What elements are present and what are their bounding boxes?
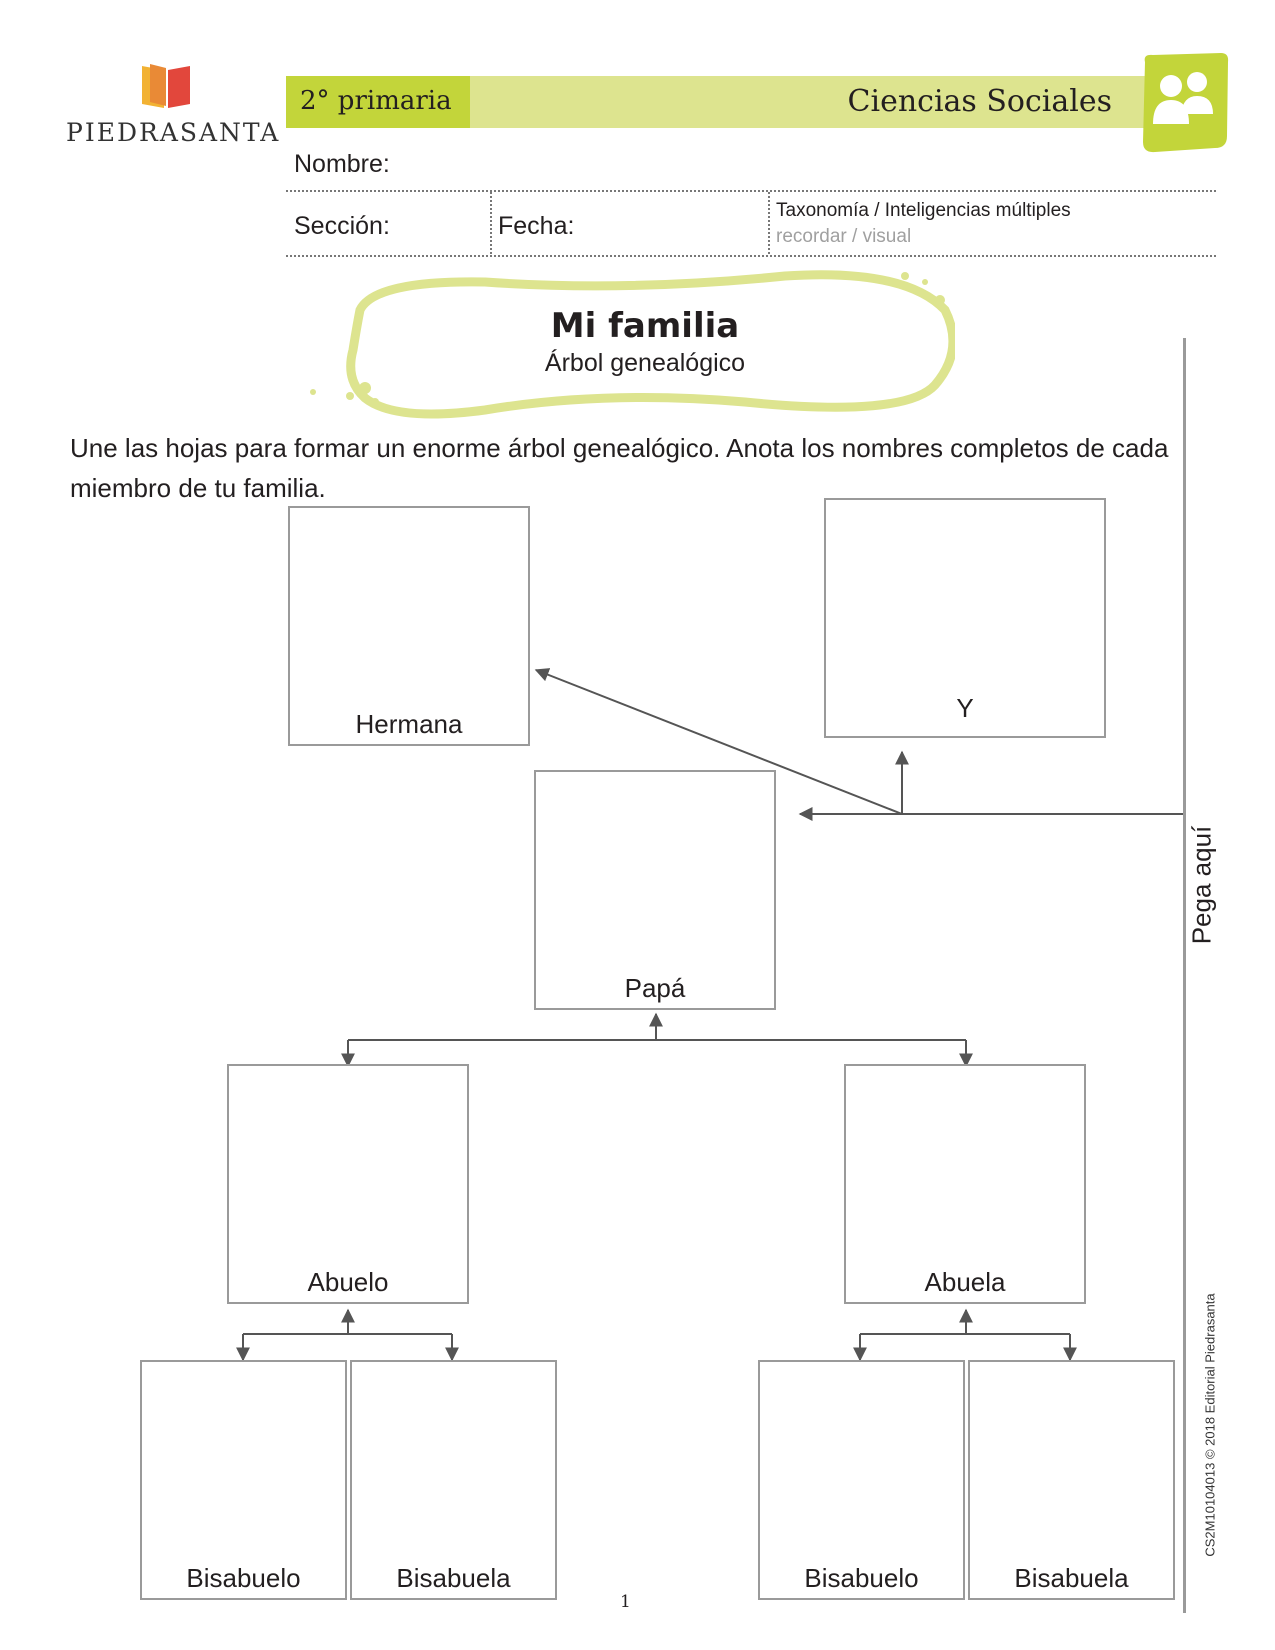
- abuela-label: Abuela: [846, 1267, 1084, 1298]
- copyright-label: CS2M10104013 © 2018 Editorial Piedrasant…: [1203, 1293, 1218, 1556]
- bisabuelo-label: Bisabuelo: [142, 1563, 345, 1594]
- abuelo-box[interactable]: Abuelo: [227, 1064, 469, 1304]
- bisabuelo-paterno-box[interactable]: Bisabuelo: [140, 1360, 347, 1600]
- paste-here-label: Pega aquí: [1187, 826, 1218, 945]
- page-number: 1: [620, 1592, 631, 1612]
- bisabuelo-materno-box[interactable]: Bisabuelo: [758, 1360, 965, 1600]
- bisabuela-label: Bisabuela: [352, 1563, 555, 1594]
- copyright-area: CS2M10104013 © 2018 Editorial Piedrasant…: [1195, 1270, 1225, 1580]
- abuela-box[interactable]: Abuela: [844, 1064, 1086, 1304]
- papa-label: Papá: [536, 973, 774, 1004]
- bisabuela-label: Bisabuela: [970, 1563, 1173, 1594]
- y-box[interactable]: Y: [824, 498, 1106, 738]
- bisabuela-materna-box[interactable]: Bisabuela: [968, 1360, 1175, 1600]
- bisabuelo-label: Bisabuelo: [760, 1563, 963, 1594]
- hermana-label: Hermana: [290, 709, 528, 740]
- papa-box[interactable]: Papá: [534, 770, 776, 1010]
- hermana-box[interactable]: Hermana: [288, 506, 530, 746]
- paste-line: [1183, 338, 1186, 1613]
- bisabuela-paterna-box[interactable]: Bisabuela: [350, 1360, 557, 1600]
- y-label: Y: [826, 693, 1104, 724]
- paste-here-area: Pega aquí: [1172, 815, 1232, 955]
- abuelo-label: Abuelo: [229, 1267, 467, 1298]
